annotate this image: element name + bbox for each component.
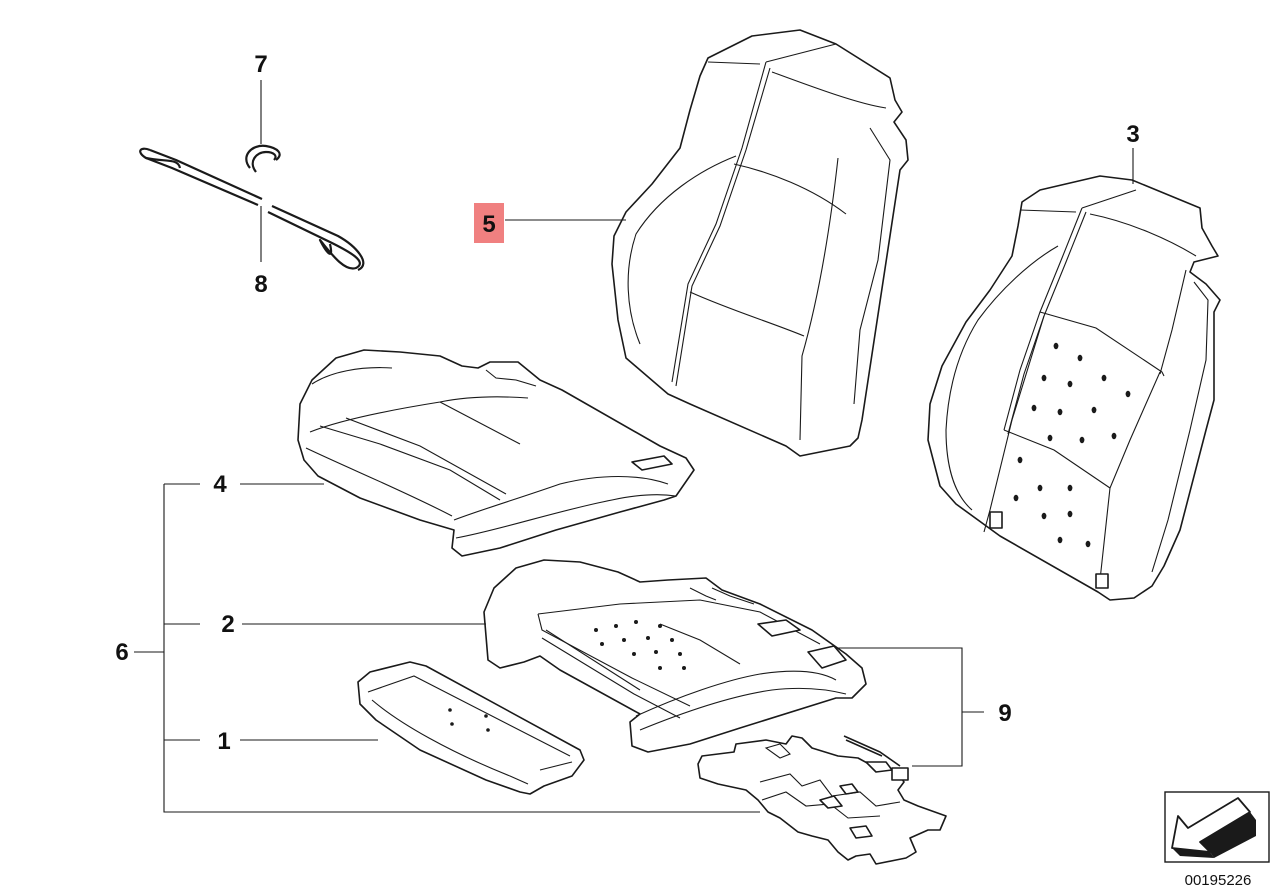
diagram-number: 00195226 bbox=[1185, 872, 1252, 889]
perforation-holes bbox=[1013, 342, 1131, 548]
thigh-support-pad bbox=[357, 661, 585, 795]
callout-9: 9 bbox=[998, 700, 1011, 727]
callout-7: 7 bbox=[254, 51, 267, 78]
callout-5-highlight bbox=[474, 203, 504, 243]
leader-lines bbox=[134, 80, 1134, 813]
callout-1: 1 bbox=[217, 728, 230, 755]
seat-cover bbox=[297, 349, 695, 557]
heating-element bbox=[697, 735, 947, 865]
orientation-arrow-box bbox=[1164, 791, 1270, 863]
callout-4: 4 bbox=[213, 471, 227, 498]
seat-foam-pad bbox=[483, 559, 867, 753]
backrest-cover bbox=[611, 29, 909, 457]
seat-perforation-holes bbox=[594, 620, 686, 670]
wire-clip bbox=[245, 144, 281, 173]
callout-5: 5 bbox=[482, 211, 495, 238]
callout-8: 8 bbox=[254, 271, 267, 298]
callout-3: 3 bbox=[1126, 121, 1139, 148]
backrest-cover-perforated bbox=[927, 175, 1221, 601]
callout-6: 6 bbox=[115, 639, 128, 666]
callout-2: 2 bbox=[221, 611, 234, 638]
wire-rod bbox=[139, 147, 365, 272]
